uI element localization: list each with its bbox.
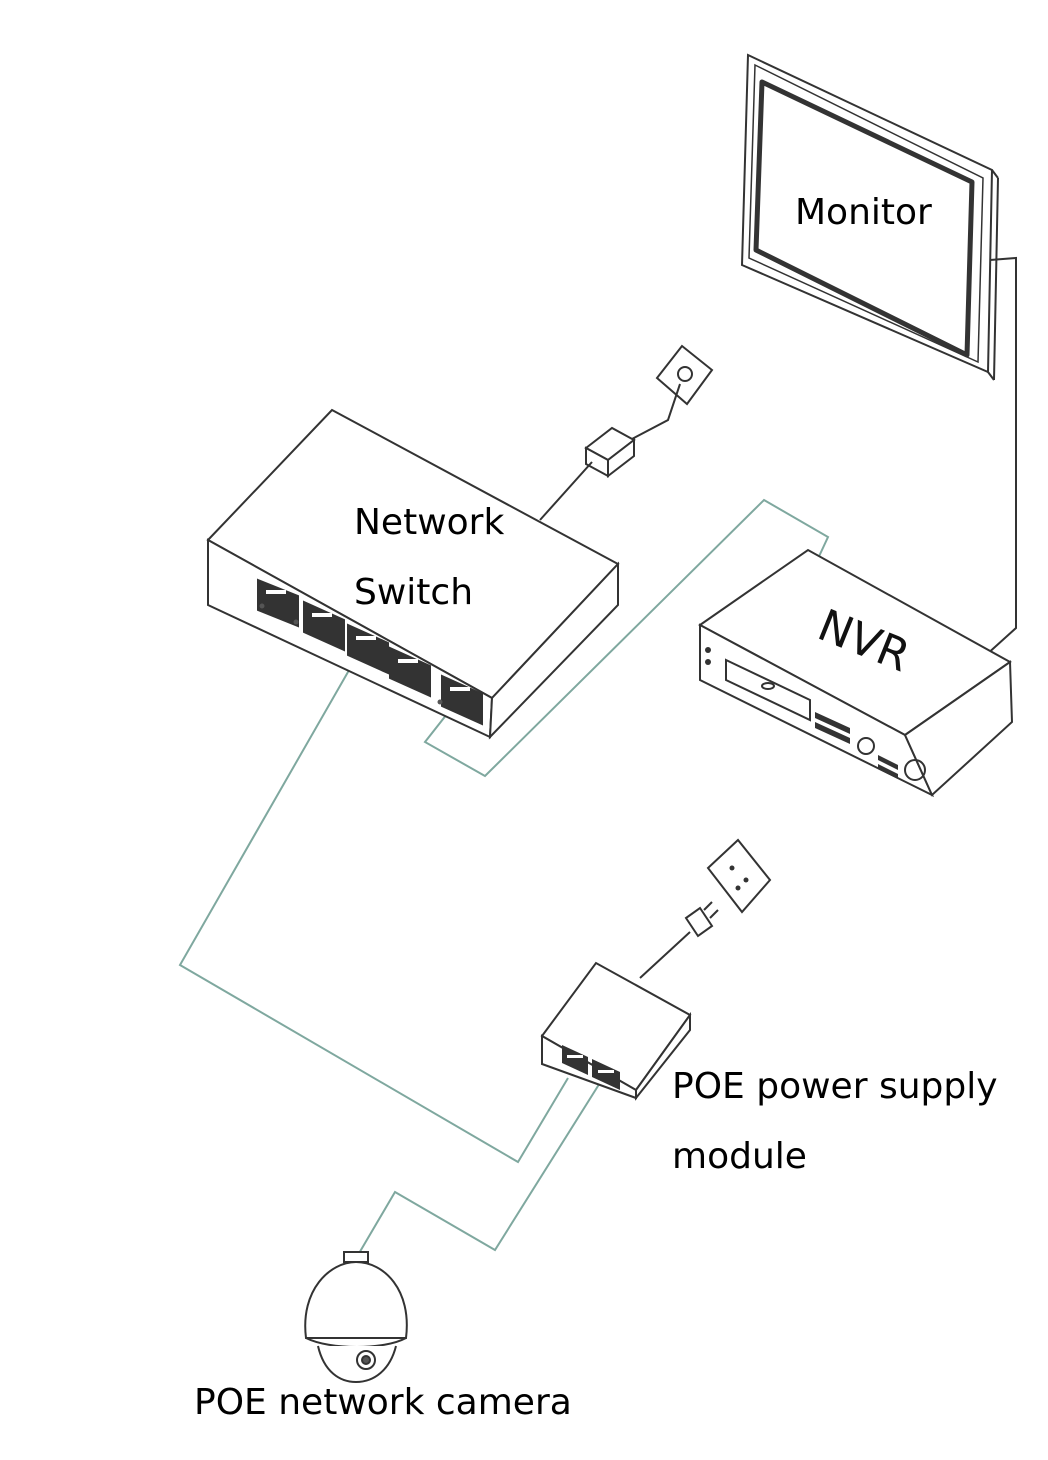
power-plug-icon [639, 838, 772, 979]
poe-module-icon [540, 961, 692, 1101]
camera-label: POE network camera [194, 1382, 572, 1423]
wall-outlet-icon [655, 344, 714, 406]
network-switch-label: Network Switch [354, 488, 504, 628]
network-switch-label-line2: Switch [354, 572, 474, 613]
monitor-icon [740, 53, 1017, 657]
monitor-label: Monitor [795, 192, 932, 233]
cable-poe-to-camera [357, 1077, 604, 1256]
network-switch-icon [206, 408, 620, 740]
poe-module-label-line2: module [672, 1136, 807, 1177]
power-adapter-icon [539, 383, 681, 521]
nvr-icon: NVR [698, 548, 1014, 798]
cable-switch-to-poe [178, 664, 569, 1164]
cable-switch-to-nvr [423, 498, 830, 778]
poe-module-label-line1: POE power supply [672, 1066, 998, 1107]
poe-module-label: POE power supply module [672, 1052, 998, 1192]
cables [178, 498, 830, 1256]
dome-camera-icon [304, 1251, 408, 1384]
wall-outlet-icon [706, 838, 772, 914]
network-switch-label-line1: Network [354, 502, 505, 543]
